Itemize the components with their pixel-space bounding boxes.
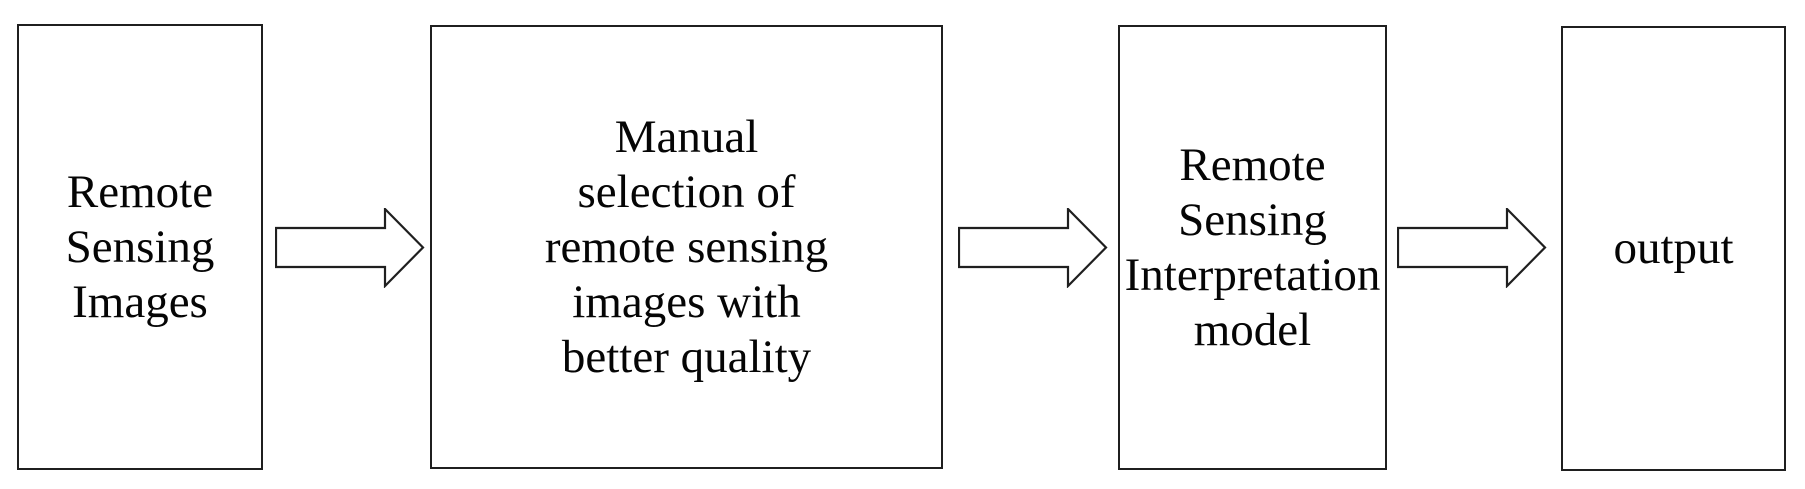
node-output-label: output [1613,222,1734,274]
node-remote-sensing-images-label: Remote Sensing Images [65,165,215,328]
node-interpretation-model: Remote Sensing Interpretation model [1118,25,1387,470]
node-output: output [1561,26,1786,471]
node-manual-selection: Manual selection of remote sensing image… [430,25,943,469]
node-manual-selection-label: Manual selection of remote sensing image… [544,110,829,383]
node-remote-sensing-images: Remote Sensing Images [17,24,263,470]
arrow-right-icon [275,208,425,288]
arrow-right-icon [1397,208,1547,288]
node-interpretation-model-label: Remote Sensing Interpretation model [1124,138,1381,356]
arrow-right-icon [958,208,1108,288]
